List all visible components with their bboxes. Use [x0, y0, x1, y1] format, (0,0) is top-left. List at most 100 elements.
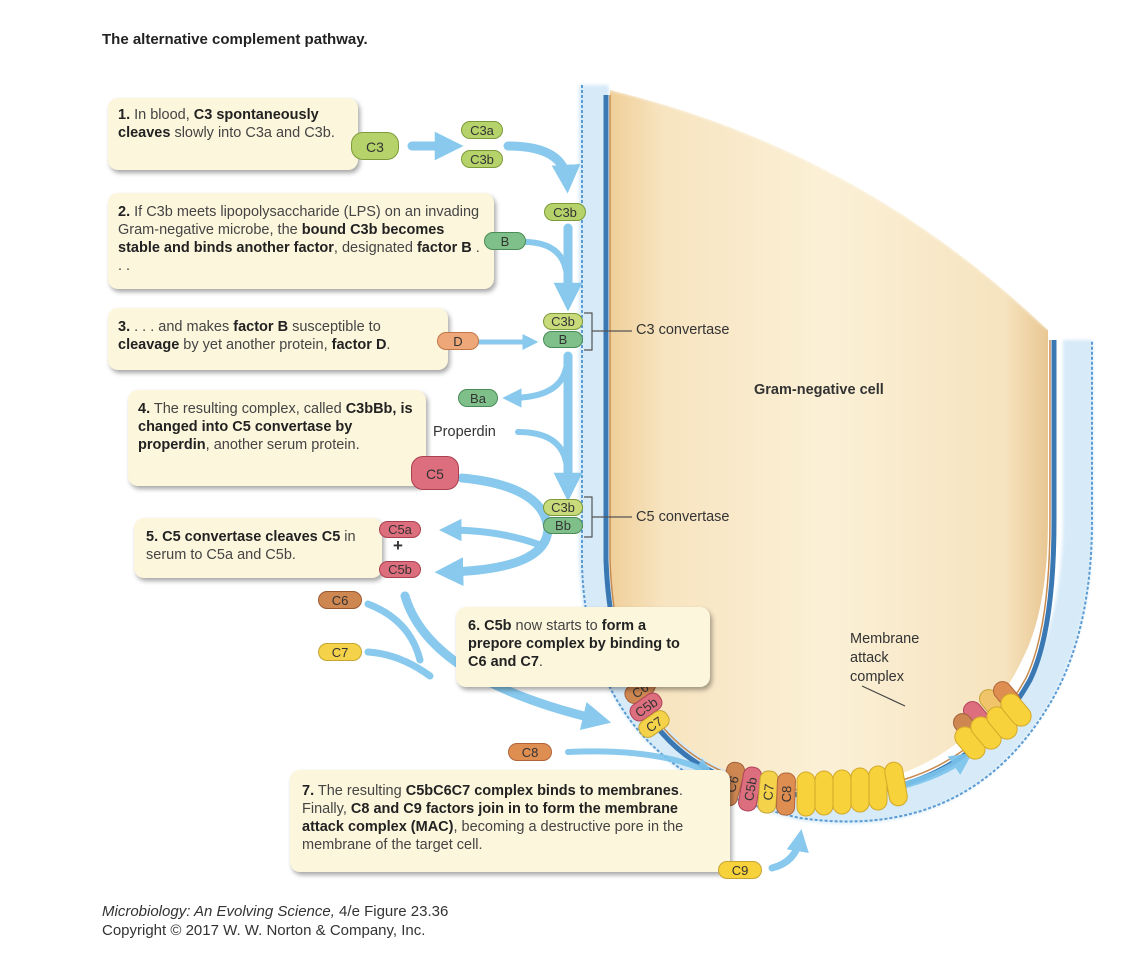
step-text: , another serum protein.	[205, 437, 360, 453]
step-text-bold: form a prepore complex by binding to C6 …	[468, 618, 680, 670]
step-7-text: 7. The resulting C5bC6C7 complex binds t…	[302, 783, 683, 853]
gram-negative-cell	[610, 90, 1048, 790]
step-text: in serum to C5a and C5b.	[146, 529, 356, 563]
mac-pore	[953, 681, 1032, 760]
step-text: .	[538, 654, 543, 670]
step-1-text: 1. In blood, C3 spontaneously cleaves sl…	[118, 107, 335, 141]
arrow-ba-release	[502, 365, 569, 408]
step-1-box: 1. In blood, C3 spontaneously cleaves sl…	[108, 98, 358, 170]
c3-convertase-label: C3 convertase	[636, 322, 730, 338]
arrow-c5a-branch	[439, 518, 544, 549]
step-6-text: 6. C5b now starts to form a prepore comp…	[468, 618, 680, 670]
mac-label-line-2: attack	[850, 650, 889, 666]
step-number: 2.	[118, 204, 131, 220]
arrow-c8-to-membrane	[565, 748, 715, 776]
step-4-box: 4. The resulting complex, called C3bBb, …	[128, 390, 426, 486]
protein-c3: C3	[351, 132, 399, 160]
step-number: 7.	[302, 783, 315, 799]
arrow-c3b-to-membrane	[503, 141, 581, 194]
step-text: susceptible to	[288, 319, 381, 335]
step-text-bold: C5b	[480, 618, 512, 634]
arrow-b-join	[515, 238, 569, 273]
c9-polymer	[796, 761, 908, 817]
step-text: now starts to	[511, 618, 602, 634]
step-number: 5.	[146, 529, 159, 545]
step-text-bold: factor B	[233, 319, 289, 335]
step-number: 3.	[118, 319, 131, 335]
c5-convertase-label: C5 convertase	[636, 509, 730, 525]
mac-c8: C8	[779, 785, 795, 802]
c9-unit	[814, 770, 834, 816]
arrow-c5-loop	[434, 473, 553, 587]
c9-unit	[868, 765, 888, 811]
step-6-box: 6. C5b now starts to form a prepore comp…	[456, 607, 710, 687]
c5-convertase-c3b: C3b	[543, 499, 583, 516]
step-text-bold: C5bC6C7 complex binds to membranes	[405, 783, 679, 799]
step-text-bold: C3 spontaneously cleaves	[118, 107, 319, 141]
arrow-c9-to-membrane	[768, 829, 809, 872]
caption-figure-ref: 4/e Figure 23.36	[334, 903, 449, 920]
arrow-properdin-join	[515, 429, 569, 465]
protein-c3b-bound: C3b	[544, 203, 586, 221]
step-3-text: 3. . . . and makes factor B susceptible …	[118, 319, 390, 353]
arrow-c7-join	[364, 648, 434, 680]
step-5-box: 5. C5 convertase cleaves C5 in serum to …	[134, 518, 382, 578]
protein-c5b: C5b	[379, 561, 421, 578]
step-text-bold: factor D	[331, 337, 387, 353]
step-text: . . . and makes	[130, 319, 234, 335]
protein-c5: C5	[411, 456, 459, 490]
convertase-brackets	[584, 312, 906, 707]
step-number: 4.	[138, 401, 151, 417]
step-text-bold: C3bBb, is changed into C5 convertase by …	[138, 401, 413, 453]
step-text-bold: C8 and C9 factors join in to form the me…	[302, 801, 678, 835]
protein-c7: C7	[318, 643, 362, 661]
step-text: .	[386, 337, 391, 353]
step-text: . . .	[118, 240, 480, 274]
mac-label: Membrane attack complex	[850, 630, 919, 687]
step-2-box: 2. If C3b meets lipopolysaccharide (LPS)…	[108, 193, 494, 289]
step-text: slowly into C3a and C3b.	[170, 125, 335, 141]
step-number: 6.	[468, 618, 481, 634]
arrow-c6-join	[364, 600, 424, 664]
step-2-text: 2. If C3b meets lipopolysaccharide (LPS)…	[118, 204, 480, 274]
step-text-bold: cleavage	[118, 337, 180, 353]
protein-c8: C8	[508, 743, 552, 761]
step-text-bold: C5 convertase cleaves C5	[158, 529, 341, 545]
mac-label-line-1: Membrane	[850, 631, 920, 647]
plus-sign: +	[393, 536, 403, 555]
c3-convertase-b: B	[543, 331, 583, 348]
protein-ba: Ba	[458, 389, 498, 407]
step-number: 1.	[118, 107, 131, 123]
step-5-text: 5. C5 convertase cleaves C5 in serum to …	[146, 529, 356, 563]
figure-title: The alternative complement pathway.	[102, 31, 368, 48]
caption-copyright: Copyright © 2017 W. W. Norton & Company,…	[102, 922, 426, 939]
step-3-box: 3. . . . and makes factor B susceptible …	[108, 308, 448, 370]
step-4-text: 4. The resulting complex, called C3bBb, …	[138, 401, 413, 453]
c9-unit	[832, 769, 852, 815]
step-text: If C3b meets lipopolysaccharide (LPS) on…	[118, 204, 480, 238]
step-text: The resulting complex, called	[150, 401, 346, 417]
mac-c5b: C5b	[741, 776, 760, 802]
protein-factor-b: B	[484, 232, 526, 250]
c3-convertase-c3b: C3b	[543, 313, 583, 330]
step-text: In blood,	[130, 107, 194, 123]
c9-unit	[850, 767, 870, 813]
figure-caption: Microbiology: An Evolving Science, 4/e F…	[102, 902, 448, 940]
step-text: . Finally,	[302, 783, 683, 817]
mac-c7: C7	[760, 783, 776, 801]
step-text-bold: bound C3b becomes stable and binds anoth…	[118, 222, 445, 256]
step-text: , designated	[333, 240, 417, 256]
c9-unit	[884, 761, 908, 807]
protein-c3a: C3a	[461, 121, 503, 139]
step-text-bold: factor B	[416, 240, 472, 256]
step-7-box: 7. The resulting C5bC6C7 complex binds t…	[290, 770, 730, 872]
mac-label-line-3: complex	[850, 669, 904, 685]
protein-c5a: C5a	[379, 521, 421, 538]
step-text: The resulting	[314, 783, 406, 799]
outer-membrane-edge	[581, 85, 1093, 823]
caption-book-title: Microbiology: An Evolving Science,	[102, 903, 335, 920]
protein-c3b-free: C3b	[461, 150, 503, 168]
c9-unit	[796, 771, 816, 817]
step-text: by yet another protein,	[179, 337, 332, 353]
